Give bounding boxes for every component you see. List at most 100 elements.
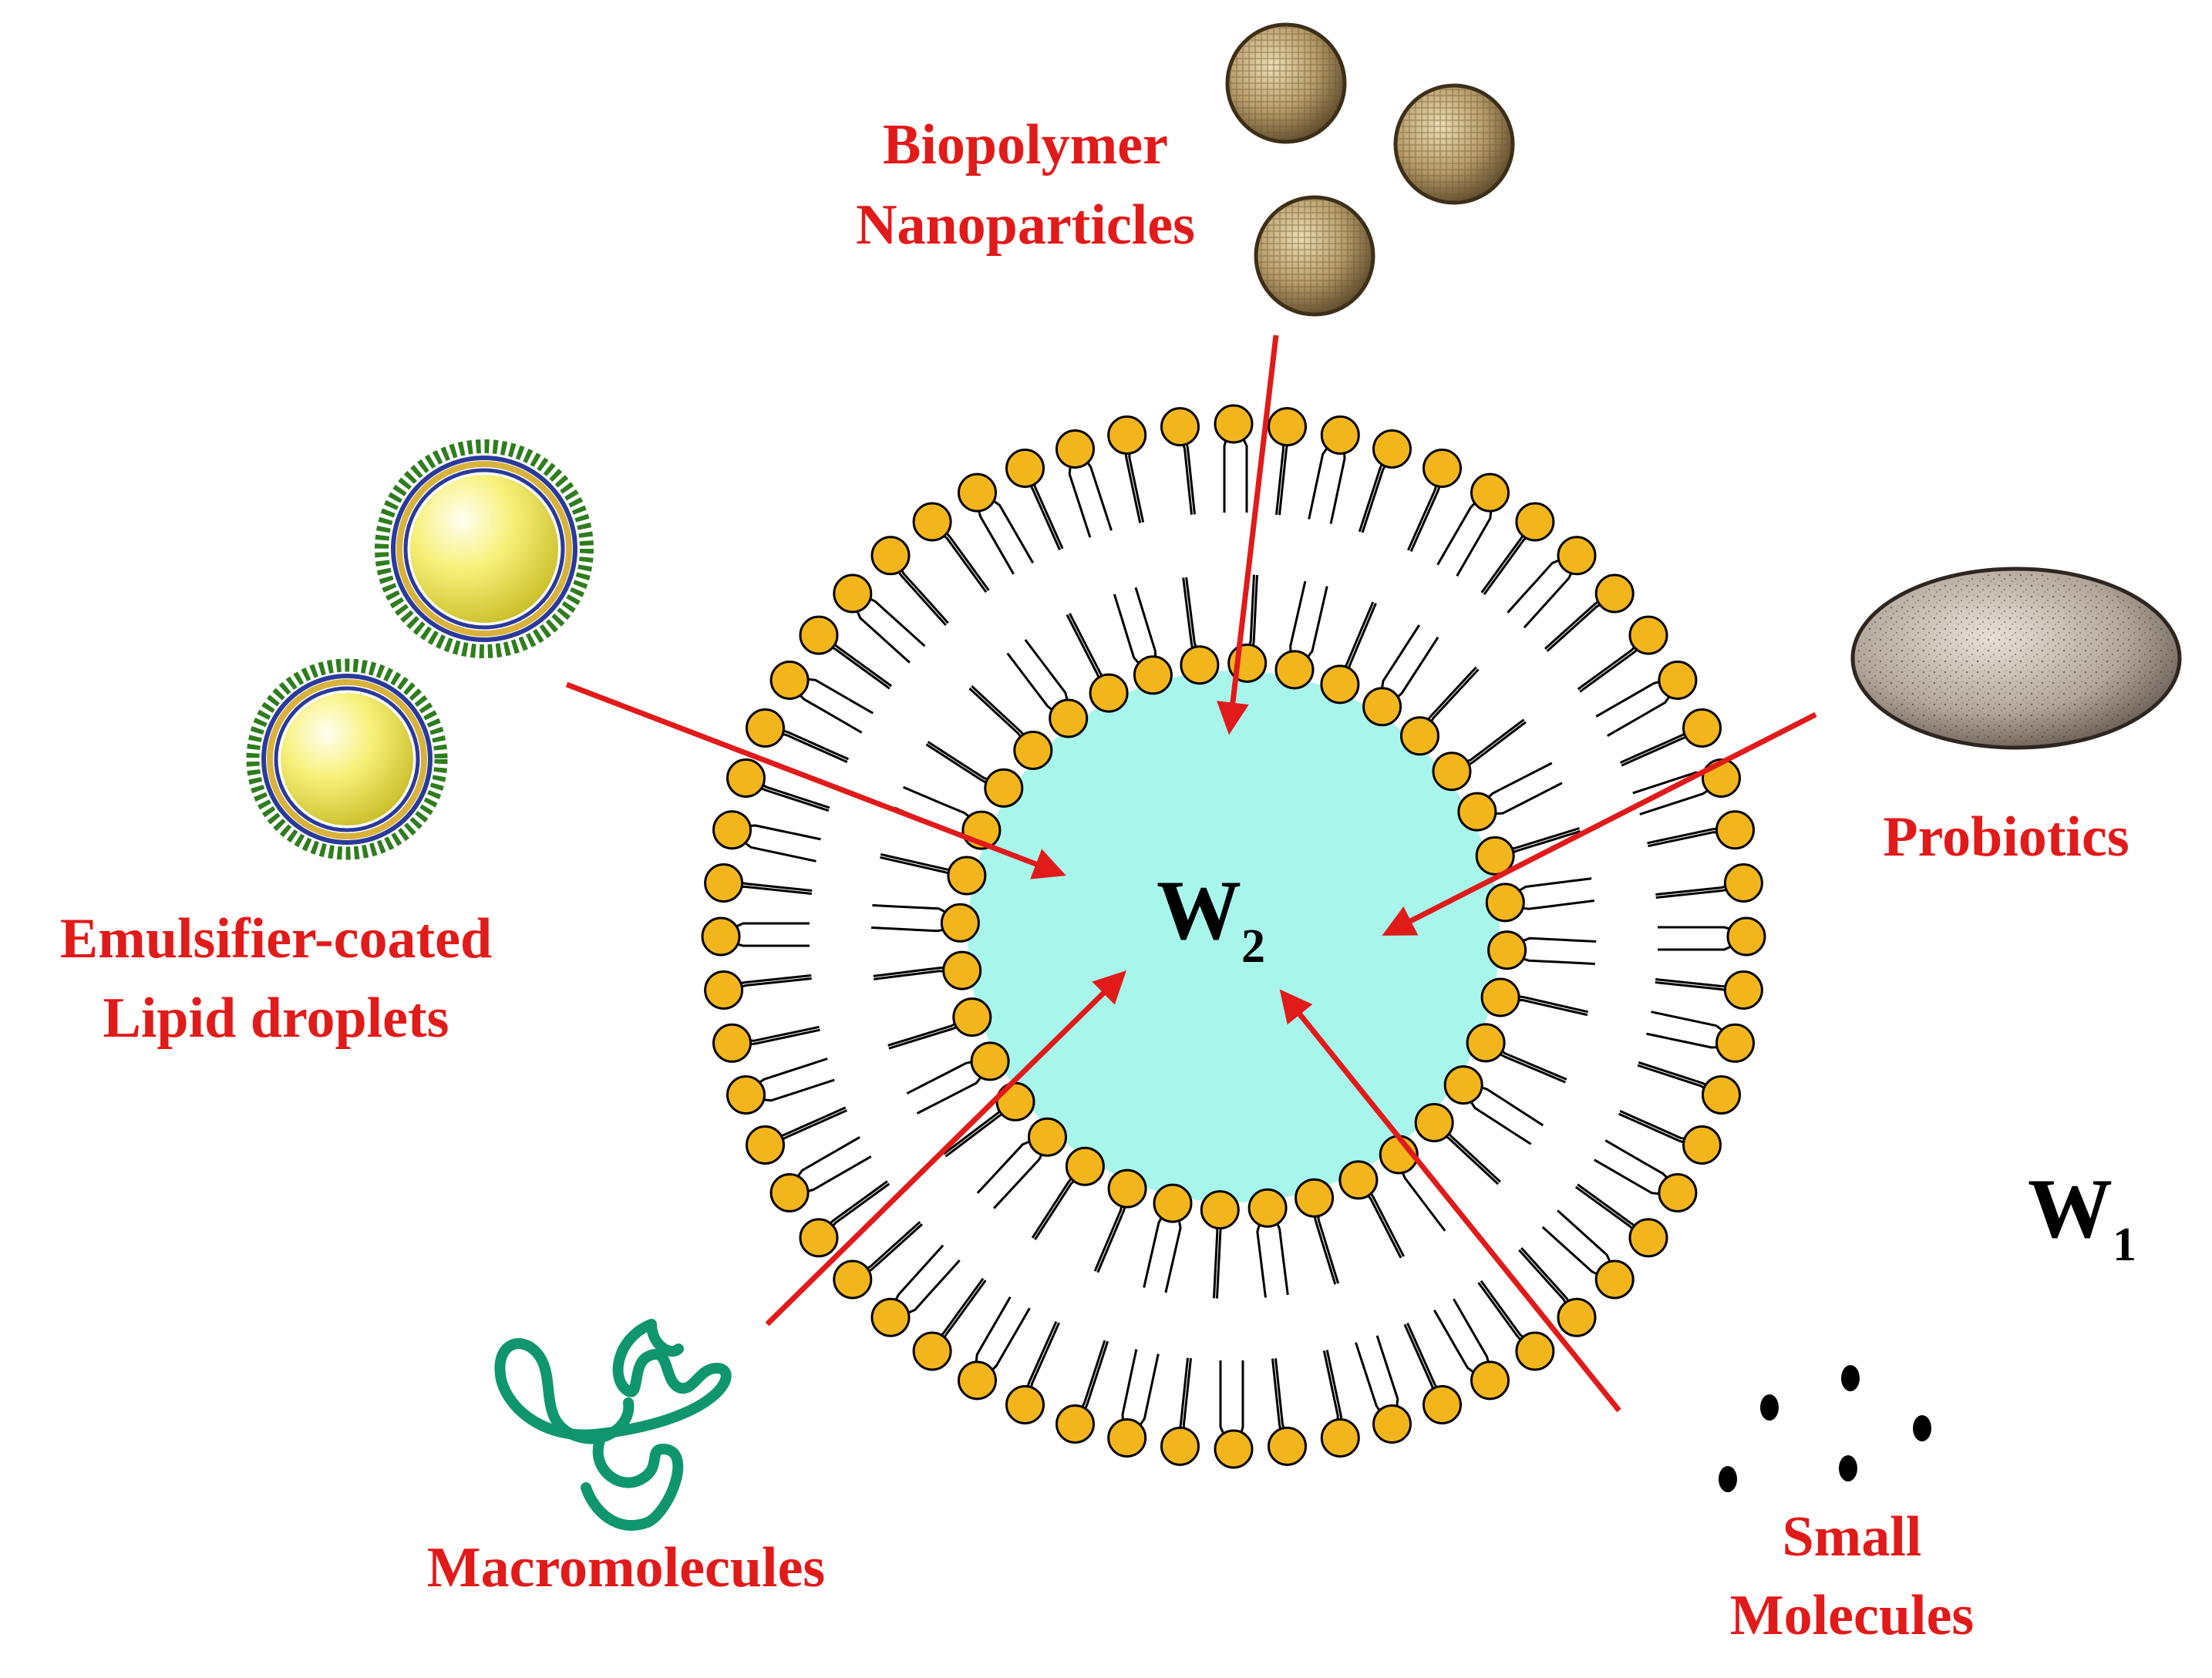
lipid-head [1055, 1404, 1095, 1444]
lipid-head [1160, 407, 1200, 447]
macromolecule-icon [494, 1319, 732, 1531]
lipid-head [1107, 1169, 1147, 1209]
lipid-head [1715, 1023, 1755, 1063]
lipid-head [1515, 502, 1555, 542]
lipid-head [1422, 1385, 1462, 1424]
small-molecule-dot [1839, 1455, 1857, 1481]
lipid-head [1268, 1426, 1307, 1466]
lipid-head [1133, 655, 1173, 695]
arrow-emulsifier [565, 681, 1066, 879]
arrow-macromolecules [765, 970, 1126, 1327]
lipid-head [712, 1023, 752, 1063]
lipid-head [1432, 752, 1472, 792]
lipid-head [1414, 1103, 1454, 1142]
lipid-head [769, 1173, 810, 1212]
lipid-head [1214, 1429, 1254, 1469]
lipid-head [870, 1297, 911, 1337]
small-molecule-dot [1719, 1466, 1737, 1492]
label-w1-main: W [2028, 1162, 2113, 1256]
lipid-head [1320, 664, 1360, 704]
biopolymer-nanoparticles [1225, 22, 1515, 317]
lipid-head [746, 1125, 785, 1165]
lipid-head [1320, 1418, 1360, 1458]
lipid-head [1466, 1023, 1506, 1063]
lipid-head [1005, 449, 1045, 488]
inner-water-core [968, 671, 1500, 1202]
lipid-head [1107, 1418, 1147, 1458]
lipid-head [1487, 930, 1527, 970]
lipid-head [1372, 1404, 1412, 1444]
label-w2: W2 [1157, 863, 1265, 973]
lipid-head [833, 573, 873, 614]
lipid-head [1372, 429, 1412, 469]
lipid-head [1200, 1190, 1240, 1230]
lipid-head [1557, 536, 1597, 576]
lipid-head [1443, 1065, 1483, 1105]
lipid-head [1594, 1259, 1635, 1300]
lipid-head [1295, 1178, 1335, 1218]
label-w2-sub: 2 [1241, 920, 1265, 973]
lipid-heads [701, 404, 1766, 1469]
lipid-head [1268, 407, 1307, 447]
lipid-head [1470, 1360, 1510, 1401]
lipid-head [1160, 1426, 1200, 1466]
lipid-head [958, 1360, 997, 1401]
label-macromolecules: Macromolecules [427, 1536, 825, 1599]
label-w2-main: W [1157, 863, 1241, 957]
label-small-line1: Small [1783, 1505, 1922, 1569]
small-molecule-dot [1760, 1394, 1779, 1421]
lipid-head [1682, 1125, 1722, 1165]
label-biopolymer-line1: Biopolymer [883, 113, 1168, 177]
lipid-head [1480, 977, 1520, 1017]
biopolymer-particle-icon [1393, 83, 1515, 205]
label-emulsifier-line2: Lipid droplets [103, 987, 449, 1050]
lipid-head [1594, 573, 1635, 614]
lipid-droplet-icon [246, 658, 448, 860]
lipid-head [1628, 615, 1668, 655]
lipid-head [746, 708, 785, 748]
emulsifier-droplets [246, 439, 594, 860]
lipid-head [1457, 792, 1497, 832]
lipid-head [769, 661, 810, 700]
lipid-head [912, 1331, 952, 1371]
lipid-head [1274, 650, 1315, 690]
lipid-head [1475, 836, 1515, 876]
lipid-head [701, 916, 741, 957]
lipid-head [1320, 415, 1360, 455]
lipid-head [1028, 1117, 1067, 1157]
lipid-head [947, 856, 987, 896]
label-biopolymer-line2: Nanoparticles [856, 193, 1195, 257]
arrow-probiotics [1382, 711, 1817, 936]
lipid-head [1723, 970, 1763, 1010]
lipid-head [995, 1081, 1035, 1121]
lipid-head [1515, 1331, 1555, 1371]
lipid-head [1658, 1173, 1698, 1212]
arrows [565, 335, 1817, 1413]
lipid-head [1422, 449, 1462, 488]
label-w1-sub: 1 [2113, 1219, 2136, 1271]
lipid-droplet-icon [375, 439, 594, 658]
label-probiotics: Probiotics [1883, 805, 2129, 869]
lipid-head [1214, 404, 1254, 444]
lipid-head [1628, 1218, 1668, 1258]
lipid-head [970, 1041, 1010, 1081]
lipid-head [870, 536, 911, 576]
lipid-head [1557, 1297, 1597, 1337]
lipid-head [1055, 429, 1095, 469]
lipid-head [912, 502, 952, 542]
lipid-head [1180, 645, 1220, 685]
small-molecules [1719, 1365, 1931, 1492]
lipid-head [1005, 1385, 1045, 1424]
lipid-head [1485, 883, 1525, 923]
lipid-head [1089, 673, 1129, 713]
lipid-head [1715, 810, 1755, 850]
lipid-head [1107, 415, 1147, 455]
lipid-head [984, 768, 1024, 808]
lipid-head [952, 997, 992, 1037]
lipid-head [726, 758, 766, 798]
lipid-head [1362, 687, 1402, 727]
small-molecule-dot [1841, 1365, 1860, 1391]
lipid-head [1049, 698, 1089, 738]
lipid-head [1153, 1183, 1193, 1223]
